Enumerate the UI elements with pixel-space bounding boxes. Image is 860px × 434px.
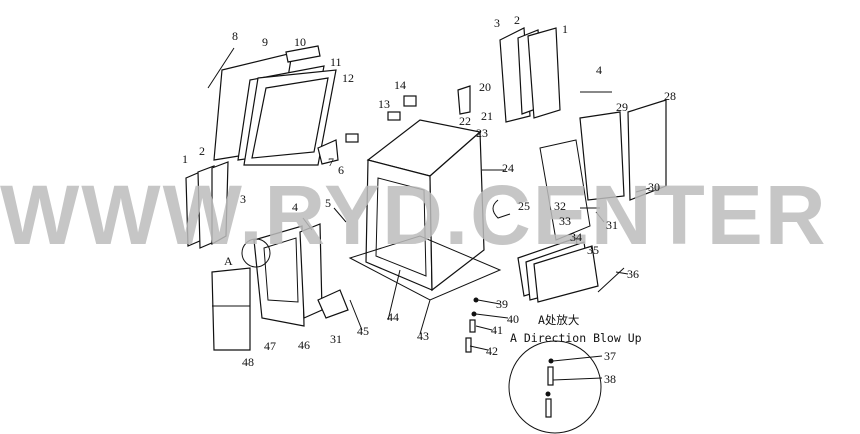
callout-label: 2 [199, 144, 205, 158]
callout-label: 1 [562, 22, 568, 36]
callout-label: 22 [459, 114, 471, 128]
callout-label: 7 [328, 155, 334, 169]
callout-label: 12 [342, 71, 354, 85]
door-46 [253, 225, 305, 327]
callout-label: 32 [554, 199, 566, 213]
callout-label: 30 [648, 180, 660, 194]
callout-label: 3 [240, 192, 246, 206]
callout-label: 2 [514, 13, 520, 27]
detail-caption-cn: A处放大 [538, 313, 580, 327]
cab-base-frame [348, 235, 502, 301]
detail-circle [508, 340, 602, 434]
callout-label: 38 [604, 372, 616, 386]
callout-label: 29 [616, 100, 628, 114]
callout-label: 9 [262, 35, 268, 49]
callout-label: 35 [587, 243, 599, 257]
drawing [185, 27, 667, 434]
callout-label: 11 [330, 55, 342, 69]
callout-label: 4 [596, 63, 602, 77]
part-36 [597, 267, 625, 293]
rod-8 [207, 47, 235, 89]
callout-label: 28 [664, 89, 676, 103]
callout-label: 46 [298, 338, 310, 352]
callout-label: 23 [476, 126, 488, 140]
callout-label: 33 [559, 214, 571, 228]
callout-label: 24 [502, 161, 514, 175]
callout-label: A [224, 254, 233, 268]
callout-label: 36 [627, 267, 639, 281]
callout-label: 31 [606, 218, 618, 232]
strip-10 [285, 45, 321, 63]
callout-label: 47 [264, 339, 276, 353]
callout-label: 1 [182, 152, 188, 166]
callout-label: 31 [330, 332, 342, 346]
callout-label: 25 [518, 199, 530, 213]
panel-48 [211, 267, 251, 351]
callout-label: 13 [378, 97, 390, 111]
callout-label: 8 [232, 29, 238, 43]
callout-label: 20 [479, 80, 491, 94]
callout-label: 37 [604, 349, 616, 363]
cab-back [429, 130, 485, 292]
callout-label: 14 [394, 78, 406, 92]
window-29 [579, 111, 625, 201]
callout-label: 40 [507, 312, 519, 326]
detail-caption-en: A Direction Blow Up [510, 331, 642, 345]
callout-label: 21 [481, 109, 493, 123]
callout-label: 10 [294, 35, 306, 49]
callout-label: 45 [357, 324, 369, 338]
window-28 [627, 99, 667, 201]
callout-label: 5 [325, 196, 331, 210]
callout-label: 43 [417, 329, 429, 343]
part-25 [492, 199, 511, 219]
callout-label: 48 [242, 355, 254, 369]
watermark: WWW.RYD.CENTER [0, 168, 827, 262]
callout-label: 6 [338, 163, 344, 177]
callout-label: 34 [570, 230, 582, 244]
callout-label: 41 [491, 323, 503, 337]
callout-label: 4 [292, 200, 298, 214]
callout-label: 44 [387, 310, 399, 324]
callout-label: 3 [494, 16, 500, 30]
window-35 [533, 245, 599, 303]
callout-label: 42 [486, 344, 498, 358]
callout-label: 39 [496, 297, 508, 311]
